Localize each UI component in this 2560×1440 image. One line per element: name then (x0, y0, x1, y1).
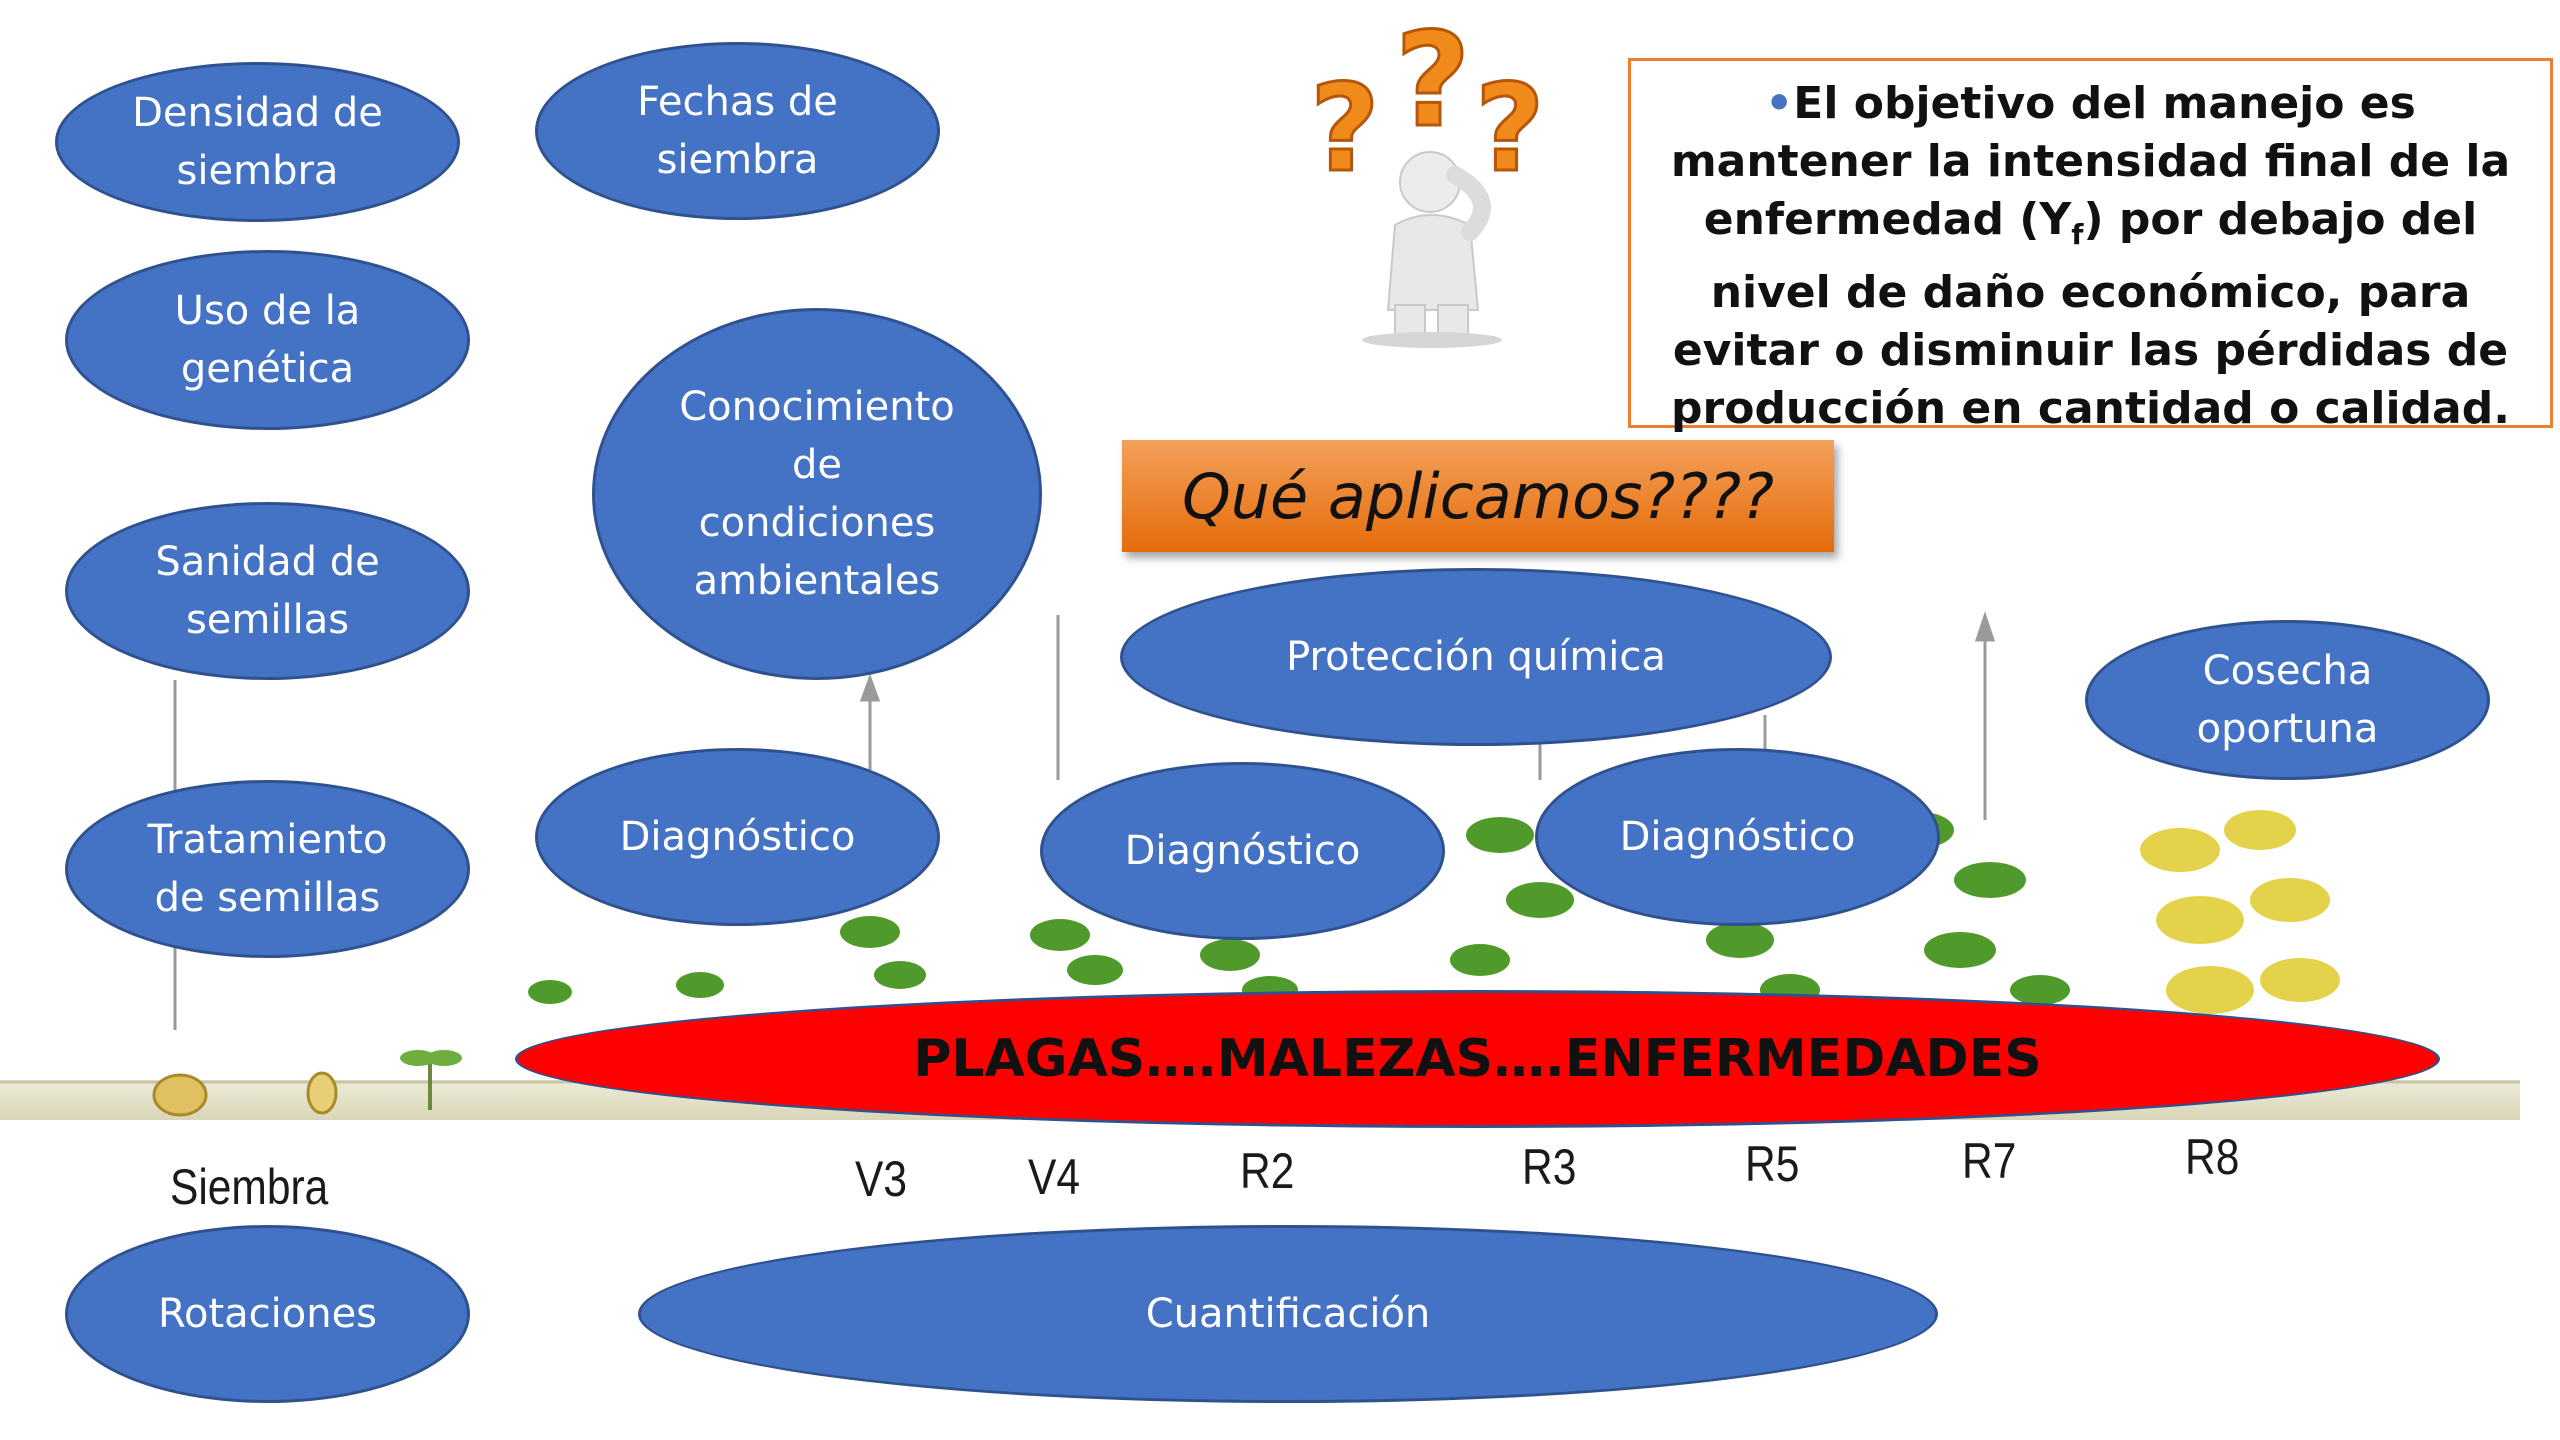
diagnostico-3-label: Diagnóstico (1619, 814, 1856, 860)
svg-text:?: ? (1395, 4, 1470, 156)
pests-banner-text: PLAGAS….MALEZAS….ENFERMEDADES (913, 1029, 2042, 1089)
densidad-de-siembra-bubble: Densidad de siembra (55, 62, 460, 222)
cosecha-line-2: oportuna (2196, 706, 2379, 752)
densidad-line-2: siembra (176, 148, 339, 194)
tratamiento-de-semillas-bubble: Tratamiento de semillas (65, 780, 470, 958)
fechas-line-1: Fechas de (637, 79, 838, 125)
mature-soybean-plant-icon (2140, 810, 2340, 1014)
diagnostico-bubble-1: Diagnóstico (535, 748, 940, 926)
svg-text:?: ? (1475, 60, 1545, 199)
stage-label-v4: V4 (1028, 1149, 1080, 1205)
fechas-de-siembra-bubble: Fechas de siembra (535, 42, 940, 220)
sanidad-line-2: semillas (185, 597, 350, 643)
conocimiento-line-2: de (792, 442, 842, 488)
soybean-plant-icon (528, 812, 2070, 1006)
uso-de-la-genetica-bubble: Uso de la genética (65, 250, 470, 430)
objective-text-1: El objetivo del manejo es mantener la in… (1670, 78, 2511, 245)
seed-icon (152, 1050, 462, 1117)
objective-text-2: ) por debajo del nivel de daño económico… (1671, 194, 2510, 434)
densidad-line-1: Densidad de (132, 90, 383, 136)
rotaciones-label: Rotaciones (157, 1291, 378, 1337)
cuantificacion-label: Cuantificación (1145, 1291, 1431, 1337)
genetica-line-1: Uso de la (174, 288, 361, 334)
conocimiento-line-4: ambientales (693, 558, 941, 604)
tratamiento-line-1: Tratamiento (147, 817, 388, 863)
stage-label-v3: V3 (855, 1151, 907, 1207)
stage-label-r5: R5 (1745, 1136, 1800, 1192)
cosecha-line-1: Cosecha (2202, 648, 2373, 694)
question-banner-text: Qué aplicamos???? (1181, 459, 1775, 533)
objective-text-box: •El objetivo del manejo es mantener la i… (1628, 58, 2553, 434)
sanidad-de-semillas-bubble: Sanidad de semillas (65, 502, 470, 680)
proteccion-label: Protección química (1286, 634, 1666, 680)
question-banner: Qué aplicamos???? (1122, 440, 1834, 552)
objective-subscript: f (2071, 217, 2084, 251)
fechas-line-2: siembra (656, 137, 819, 183)
diagnostico-1-label: Diagnóstico (619, 814, 856, 860)
plagas-malezas-enfermedades-banner: PLAGAS….MALEZAS….ENFERMEDADES (515, 990, 2440, 1128)
thinking-person-icon: ? ? ? (1309, 3, 1546, 348)
proteccion-quimica-bubble: Protección química (1120, 568, 1832, 746)
genetica-line-2: genética (180, 346, 355, 392)
diagnostico-2-label: Diagnóstico (1124, 828, 1361, 874)
diagnostico-bubble-2: Diagnóstico (1040, 762, 1445, 940)
sanidad-line-1: Sanidad de (155, 539, 380, 585)
diagnostico-bubble-3: Diagnóstico (1535, 748, 1940, 926)
conocimiento-line-1: Conocimiento (679, 384, 955, 430)
upward-arrow-icon (173, 611, 1996, 1030)
stage-label-r8: R8 (2185, 1129, 2240, 1185)
rotaciones-bubble: Rotaciones (65, 1225, 470, 1403)
bullet-icon: • (1765, 78, 1794, 129)
svg-text:?: ? (1310, 60, 1380, 199)
stage-label-r7: R7 (1962, 1133, 2017, 1189)
conocimiento-condiciones-ambientales-bubble: Conocimiento de condiciones ambientales (592, 308, 1042, 680)
stage-label-r2: R2 (1240, 1143, 1295, 1199)
cuantificacion-bubble: Cuantificación (638, 1225, 1938, 1403)
stage-label-siembra: Siembra (170, 1159, 329, 1215)
stage-label-r3: R3 (1522, 1139, 1577, 1195)
tratamiento-line-2: de semillas (154, 875, 381, 921)
conocimiento-line-3: condiciones (698, 500, 936, 546)
cosecha-oportuna-bubble: Cosecha oportuna (2085, 620, 2490, 780)
